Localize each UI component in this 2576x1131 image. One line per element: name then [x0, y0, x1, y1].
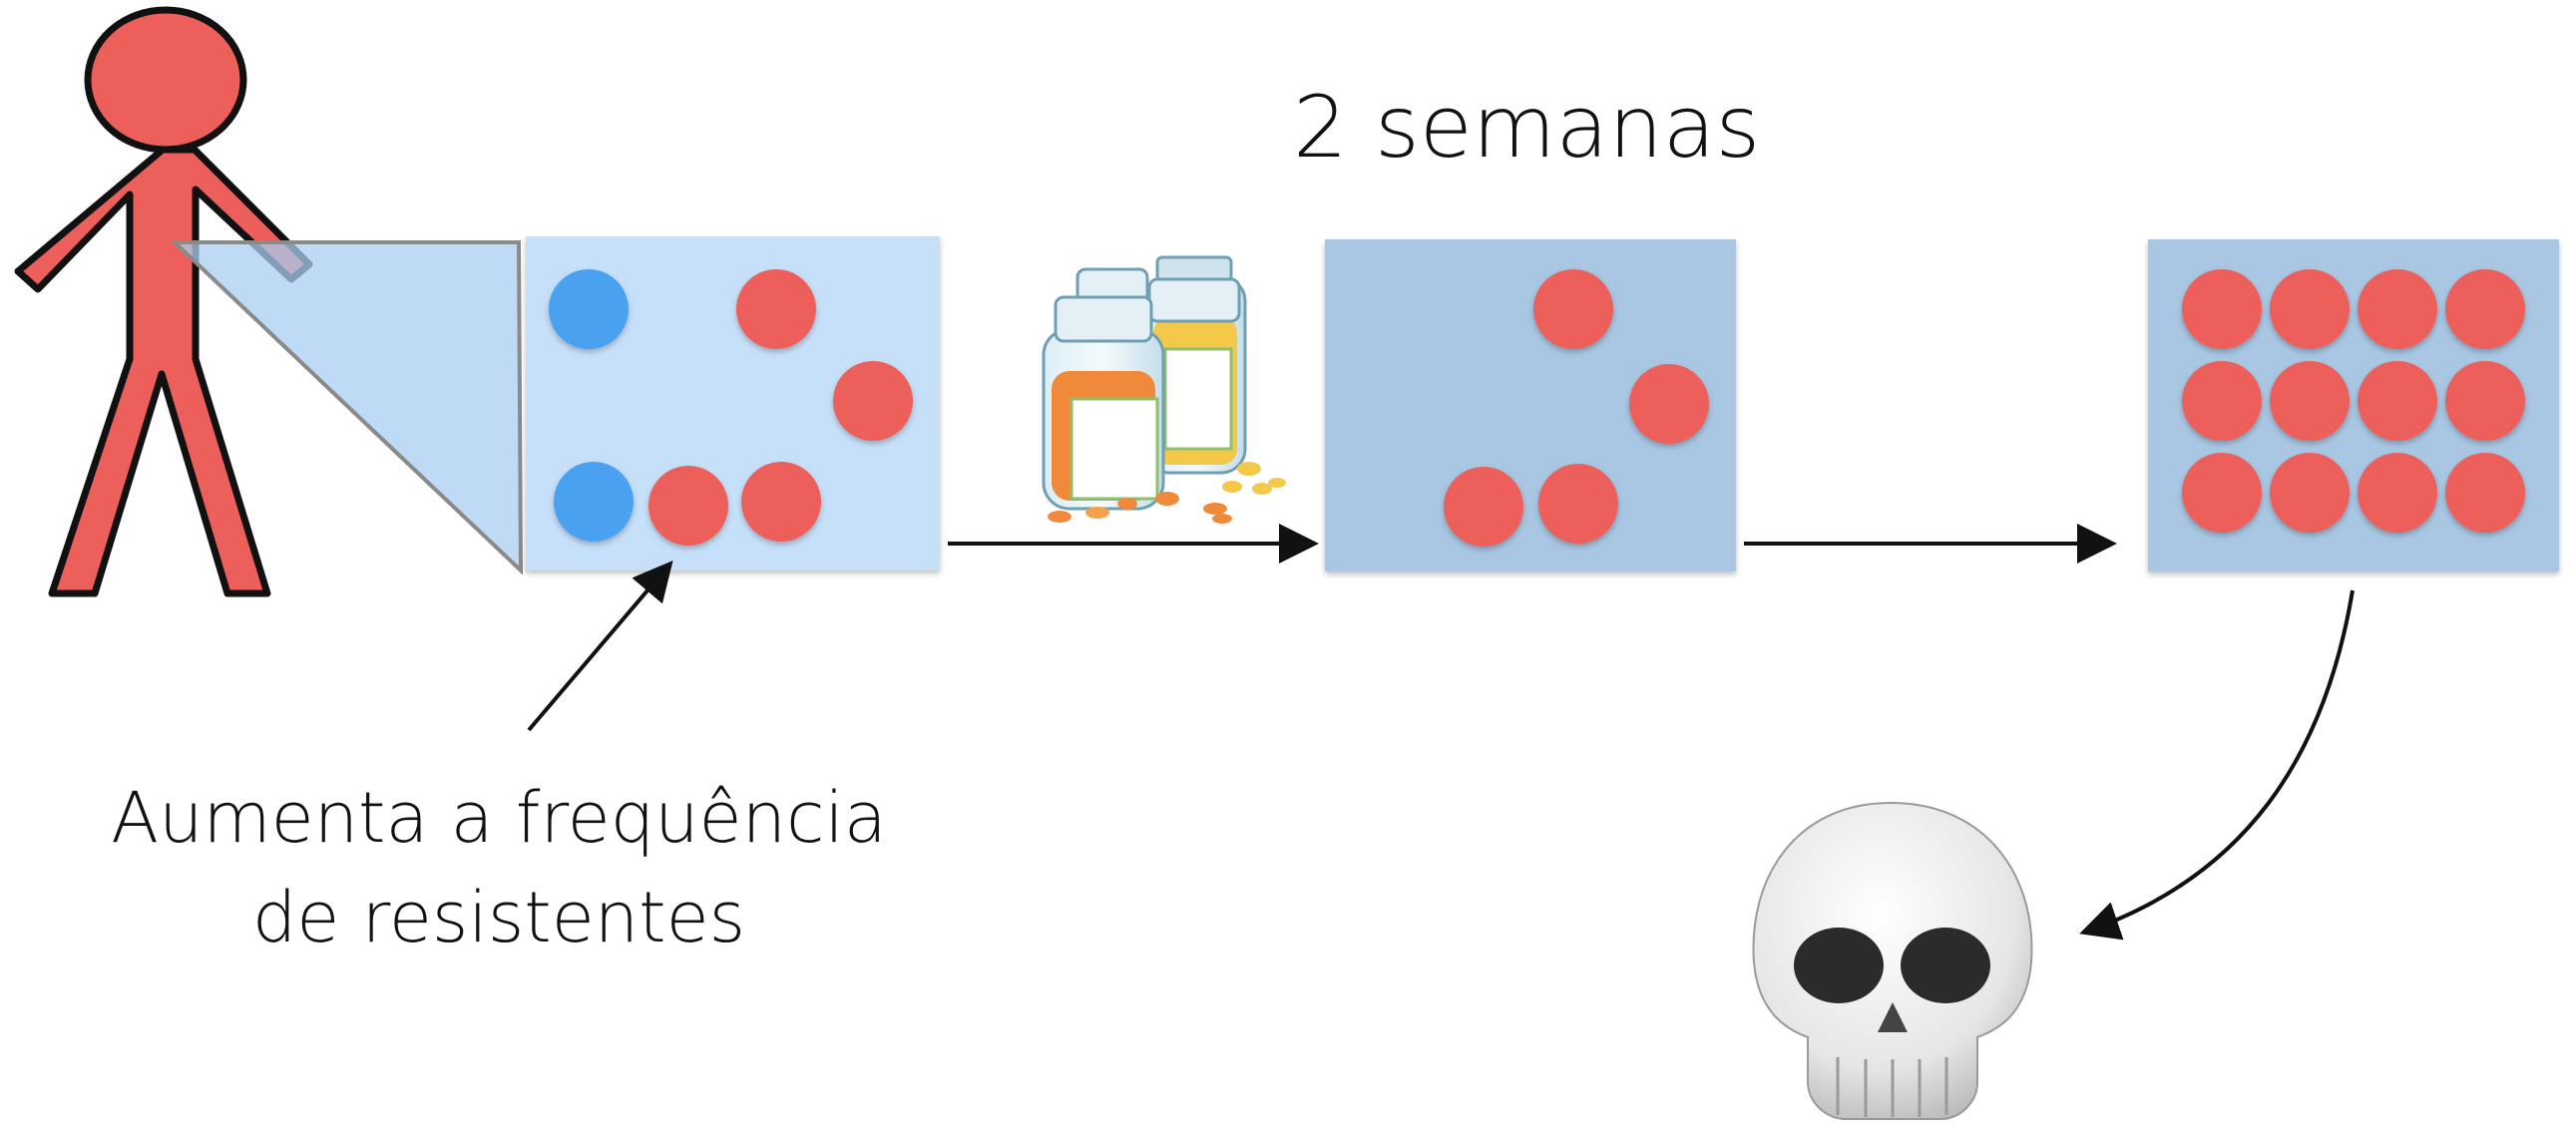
bacterium-susceptible: [2182, 269, 2262, 349]
bacterium-susceptible: [2445, 269, 2525, 349]
bacterium-susceptible: [2270, 453, 2350, 533]
panel-regrowth: [2148, 239, 2559, 571]
bacterium-resistant: [554, 462, 634, 542]
skull-icon: [1752, 801, 2033, 1120]
caption: Aumenta a frequência de resistentes: [30, 768, 968, 967]
panel-after-treatment: [1325, 239, 1736, 571]
bacterium-resistant: [549, 269, 629, 349]
zoom-highlight: [169, 240, 524, 575]
bacterium-susceptible: [2270, 361, 2350, 441]
bacterium-susceptible: [1533, 269, 1613, 349]
bacterium-susceptible: [736, 269, 816, 349]
arrow-to-panel: [527, 560, 673, 732]
pill-bottles-icon: [1042, 255, 1286, 524]
bacterium-susceptible: [2270, 269, 2350, 349]
bacterium-susceptible: [1538, 464, 1618, 544]
bacterium-susceptible: [741, 462, 821, 542]
bacterium-susceptible: [648, 466, 728, 546]
bacterium-susceptible: [1629, 364, 1709, 444]
caption-line-1: Aumenta a frequência: [111, 777, 887, 859]
bacterium-susceptible: [833, 361, 913, 441]
bacterium-susceptible: [2445, 361, 2525, 441]
duration-label: 2 semanas: [1293, 78, 1761, 178]
bacterium-susceptible: [2358, 453, 2437, 533]
arrow-to-death: [2079, 589, 2355, 941]
bacterium-susceptible: [2358, 269, 2437, 349]
bacterium-susceptible: [1444, 467, 1523, 547]
bacterium-susceptible: [2445, 453, 2525, 533]
caption-line-2: de resistentes: [251, 877, 746, 958]
bacterium-susceptible: [2182, 361, 2262, 441]
bacterium-susceptible: [2358, 361, 2437, 441]
panel-initial: [526, 236, 940, 570]
bacterium-susceptible: [2182, 453, 2262, 533]
